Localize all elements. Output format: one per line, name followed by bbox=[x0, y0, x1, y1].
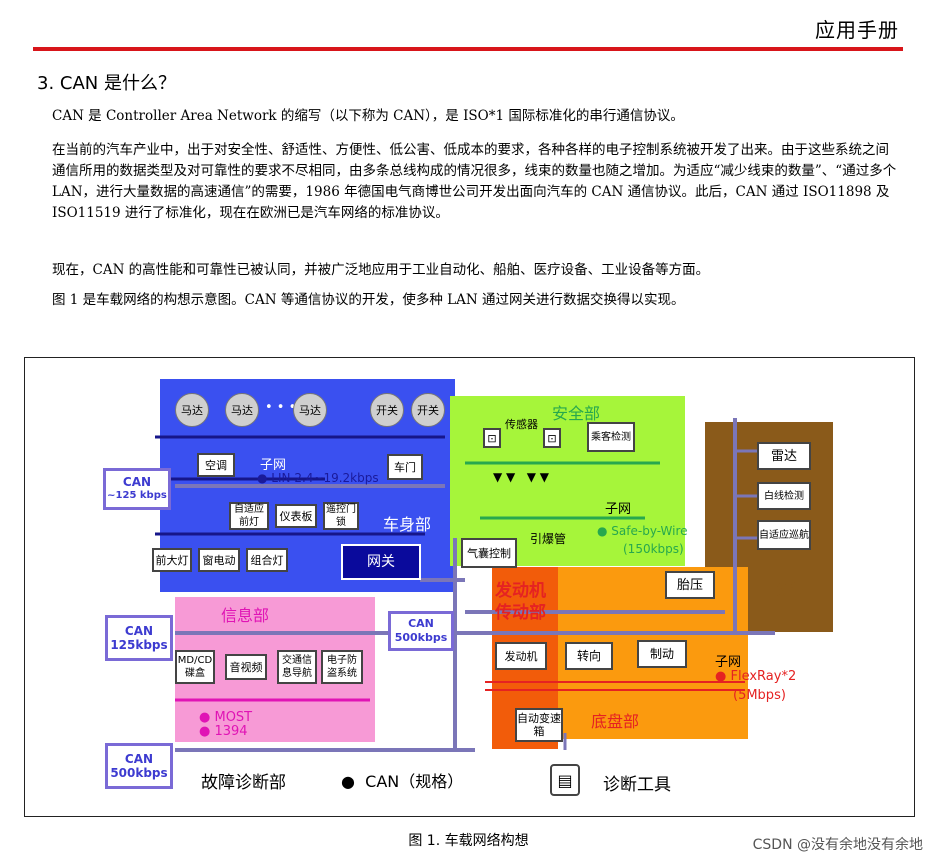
motor-node-1: 马达 bbox=[175, 393, 209, 427]
paragraph-1: CAN 是 Controller Area Network 的缩写（以下称为 C… bbox=[52, 108, 684, 124]
manual-title: 应用手册 bbox=[815, 18, 899, 42]
flexray-rate: (5Mbps) bbox=[733, 688, 786, 703]
safety-subnet-label: 子网 bbox=[605, 502, 632, 517]
lane-detect-box: 白线检测 bbox=[757, 482, 811, 510]
safety-dept-region bbox=[450, 396, 685, 566]
sensor-icon: ⊡ bbox=[483, 428, 501, 448]
diag-dept-label: 故障诊断部 bbox=[201, 773, 286, 793]
tire-pressure-box: 胎压 bbox=[665, 571, 715, 599]
section-heading: 3. CAN 是什么？ bbox=[37, 73, 176, 94]
watermark: CSDN @没有余地没有余地 bbox=[752, 837, 923, 853]
auto-headlight-box: 自适应前灯 bbox=[229, 502, 269, 530]
can-standard-label: ● CAN（规格） bbox=[341, 772, 464, 791]
switch-node-1: 开关 bbox=[370, 393, 404, 427]
motor-node-3: 马达 bbox=[293, 393, 327, 427]
body-subnet-label: 子网 bbox=[260, 458, 287, 473]
safe-by-wire-label: ● Safe-by-Wire bbox=[597, 524, 688, 538]
md-cd-box: MD/CD碟盒 bbox=[175, 650, 215, 684]
combo-light-box: 组合灯 bbox=[246, 548, 288, 572]
gateway-box: 网关 bbox=[341, 544, 421, 580]
header-rule bbox=[33, 47, 903, 51]
chassis-subnet-label: 子网 bbox=[715, 655, 742, 670]
safe-by-wire-rate: (150kbps) bbox=[623, 542, 684, 556]
info-dept-label: 信息部 bbox=[221, 606, 270, 625]
auto-gearbox-box: 自动变速箱 bbox=[515, 708, 563, 742]
engine-dept-label-1: 发动机 bbox=[495, 581, 546, 601]
detonator-icons: ▼ ▼ ▼ ▼ bbox=[493, 470, 549, 484]
bus-lines bbox=[155, 418, 785, 752]
sensor-icon: ⊡ bbox=[543, 428, 561, 448]
most-label: ● MOST bbox=[199, 710, 253, 725]
motor-ellipsis: • • • bbox=[265, 400, 297, 415]
traffic-nav-box: 交通信息导航 bbox=[277, 650, 317, 684]
window-box: 窗电动 bbox=[198, 548, 240, 572]
adaptive-cruise-box: 自适应巡航 bbox=[757, 520, 811, 550]
paragraph-2: 在当前的汽车产业中，出于对安全性、舒适性、方便性、低公害、低成本的要求，各种各样… bbox=[52, 142, 897, 221]
paragraph-3: 现在，CAN 的高性能和可靠性已被认同，并被广泛地应用于工业自动化、船舶、医疗设… bbox=[52, 262, 710, 278]
audio-video-box: 音视频 bbox=[225, 654, 267, 680]
std-1394-label: ● 1394 bbox=[199, 724, 248, 739]
door-box: 车门 bbox=[387, 454, 423, 480]
sensor-label: 传感器 bbox=[505, 418, 538, 431]
switch-node-2: 开关 bbox=[411, 393, 445, 427]
remote-lock-box: 遥控门锁 bbox=[323, 502, 359, 530]
headlight-box: 前大灯 bbox=[152, 548, 192, 572]
safety-dept-label: 安全部 bbox=[552, 404, 601, 423]
dashboard-box: 仪表板 bbox=[275, 504, 317, 528]
steering-box: 转向 bbox=[565, 642, 613, 670]
motor-node-2: 马达 bbox=[225, 393, 259, 427]
its-dept-label: ITS部 bbox=[760, 580, 806, 601]
brake-box: 制动 bbox=[637, 640, 687, 668]
body-dept-label: 车身部 bbox=[383, 515, 432, 534]
figure-caption: 图 1. 车载网络构想 bbox=[408, 833, 529, 849]
diag-tool-label: 诊断工具 bbox=[603, 775, 671, 795]
aircon-box: 空调 bbox=[197, 453, 235, 477]
engine-box: 发动机 bbox=[495, 642, 547, 670]
airbag-control-box: 气囊控制 bbox=[461, 538, 517, 568]
diag-tool-icon: ▤ bbox=[550, 764, 580, 796]
engine-dept-label-2: 传动部 bbox=[495, 603, 546, 623]
can-box-125k-body: CAN~125 kbps bbox=[103, 468, 171, 510]
chassis-dept-label: 底盘部 bbox=[591, 712, 640, 731]
paragraph-4: 图 1 是车载网络的构想示意图。CAN 等通信协议的开发，使多种 LAN 通过网… bbox=[52, 292, 685, 308]
detonator-label: 引爆管 bbox=[530, 532, 567, 546]
flexray-label: ● FlexRay*2 bbox=[715, 669, 797, 684]
radar-box: 雷达 bbox=[757, 442, 811, 470]
lin-label: ● LIN 2.4~19.2kbps bbox=[257, 471, 379, 485]
vehicle-network-figure: 马达 马达 • • • 马达 开关 开关 空调 子网 ● LIN 2.4~19.… bbox=[24, 357, 915, 817]
occupant-detect-box: 乘客检测 bbox=[587, 422, 635, 452]
anti-theft-box: 电子防盗系统 bbox=[321, 650, 363, 684]
